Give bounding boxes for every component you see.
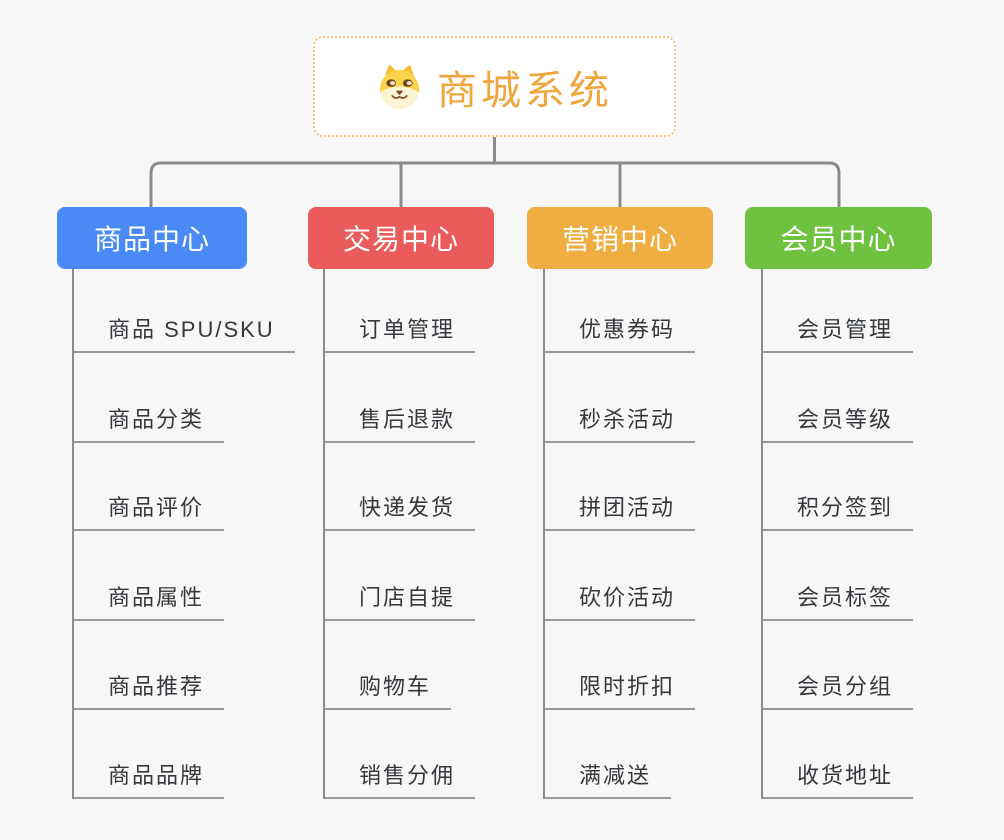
leaf-node[interactable]: 商品 SPU/SKU	[74, 315, 295, 353]
bus-line	[149, 161, 841, 207]
leaf-node[interactable]: 会员等级	[763, 405, 914, 443]
leaf-node[interactable]: 商品推荐	[74, 672, 225, 710]
leaf-node[interactable]: 积分签到	[763, 493, 914, 531]
branch-node-product-center[interactable]: 商品中心	[57, 207, 247, 269]
leaf-node[interactable]: 订单管理	[325, 315, 476, 353]
leaf-node[interactable]: 商品品牌	[74, 761, 225, 799]
leaf-node[interactable]: 购物车	[325, 672, 452, 710]
leaf-node[interactable]: 会员分组	[763, 672, 914, 710]
leaf-node[interactable]: 售后退款	[325, 405, 476, 443]
leaf-node[interactable]: 满减送	[545, 761, 672, 799]
leaf-node[interactable]: 商品评价	[74, 493, 225, 531]
shiba-dog-icon	[379, 65, 420, 110]
leaf-node[interactable]: 拼团活动	[545, 493, 696, 531]
leaf-node[interactable]: 秒杀活动	[545, 405, 696, 443]
root-node[interactable]: 商城系统	[313, 36, 676, 137]
leaf-node[interactable]: 限时折扣	[545, 672, 696, 710]
branch-node-member-center[interactable]: 会员中心	[745, 207, 932, 269]
leaf-node[interactable]: 门店自提	[325, 583, 476, 621]
leaf-column-trade: 订单管理 售后退款 快递发货 门店自提 购物车 销售分佣	[323, 269, 555, 799]
root-title: 商城系统	[437, 68, 613, 113]
leaf-node[interactable]: 商品分类	[74, 405, 225, 443]
leaf-column-member: 会员管理 会员等级 积分签到 会员标签 会员分组 收货地址	[761, 269, 993, 799]
leaf-node[interactable]: 会员标签	[763, 583, 914, 621]
leaf-node[interactable]: 优惠券码	[545, 315, 696, 353]
branch-node-marketing-center[interactable]: 营销中心	[527, 207, 713, 269]
leaf-node[interactable]: 收货地址	[763, 761, 914, 799]
leaf-node[interactable]: 会员管理	[763, 315, 914, 353]
leaf-node[interactable]: 砍价活动	[545, 583, 696, 621]
leaf-node[interactable]: 商品属性	[74, 583, 225, 621]
leaf-column-marketing: 优惠券码 秒杀活动 拼团活动 砍价活动 限时折扣 满减送	[543, 269, 775, 799]
leaf-node[interactable]: 销售分佣	[325, 761, 476, 799]
leaf-column-product: 商品 SPU/SKU 商品分类 商品评价 商品属性 商品推荐 商品品牌	[72, 269, 304, 799]
branch-node-trade-center[interactable]: 交易中心	[308, 207, 494, 269]
leaf-node[interactable]: 快递发货	[325, 493, 476, 531]
